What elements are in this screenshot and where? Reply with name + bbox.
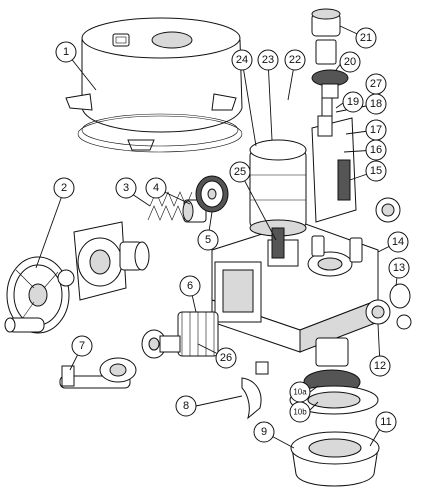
svg-text:13: 13 [393, 262, 405, 274]
callout-9: 9 [253, 421, 275, 443]
svg-text:1: 1 [63, 46, 69, 58]
callout-10b: 10b [289, 401, 311, 423]
callout-22: 22 [284, 49, 306, 71]
gearbox-body-part [211, 221, 379, 353]
callout-1: 1 [55, 41, 77, 63]
svg-text:23: 23 [262, 54, 274, 66]
svg-text:6: 6 [187, 280, 193, 292]
svg-text:10a: 10a [293, 388, 307, 397]
callout-18: 18 [365, 93, 387, 115]
svg-text:3: 3 [123, 182, 129, 194]
handwheel-part [4, 256, 75, 334]
gear-part [195, 175, 229, 213]
callout-16: 16 [365, 139, 387, 161]
svg-text:26: 26 [220, 352, 232, 364]
svg-text:10b: 10b [293, 408, 307, 417]
svg-text:17: 17 [370, 124, 382, 136]
callout-4: 4 [145, 177, 167, 199]
svg-text:18: 18 [370, 98, 382, 110]
svg-text:16: 16 [370, 144, 382, 156]
callout-23: 23 [257, 49, 279, 71]
svg-text:5: 5 [205, 234, 211, 246]
bottom-stack-part [289, 337, 380, 487]
callout-26: 26 [215, 347, 237, 369]
callout-20: 20 [339, 51, 361, 73]
callout-14: 14 [387, 231, 409, 253]
svg-text:25: 25 [234, 166, 246, 178]
cable-gland-part [365, 197, 412, 330]
callouts: 1 2 3 4 5 6 7 8 9 10a 10b 11 12 13 14 15… [53, 27, 410, 443]
indicator-stack-part [311, 8, 349, 99]
clamp-shaft-part [59, 357, 137, 389]
callout-21: 21 [355, 27, 377, 49]
side-plate-part [73, 221, 150, 301]
callout-27: 27 [365, 73, 387, 95]
callout-6: 6 [179, 275, 201, 297]
svg-text:8: 8 [183, 400, 189, 412]
callout-10a: 10a [289, 381, 311, 403]
svg-text:20: 20 [344, 56, 356, 68]
callout-3: 3 [115, 177, 137, 199]
motor-part [249, 139, 307, 259]
callout-13: 13 [388, 257, 410, 279]
svg-text:21: 21 [360, 32, 372, 44]
callout-7: 7 [71, 335, 93, 357]
control-board-part [311, 97, 357, 223]
svg-text:15: 15 [370, 165, 382, 177]
callout-24: 24 [231, 49, 253, 71]
svg-text:4: 4 [153, 182, 159, 194]
svg-text:14: 14 [392, 236, 404, 248]
callout-2: 2 [53, 177, 75, 199]
callout-25: 25 [229, 161, 251, 183]
svg-text:7: 7 [79, 340, 85, 352]
callout-17: 17 [365, 119, 387, 141]
svg-text:19: 19 [347, 96, 359, 108]
callout-8: 8 [175, 395, 197, 417]
svg-text:2: 2 [61, 182, 67, 194]
svg-text:11: 11 [380, 416, 391, 428]
svg-text:22: 22 [289, 54, 301, 66]
svg-text:24: 24 [236, 54, 248, 66]
cover-part [65, 17, 243, 153]
worm-shaft-part [141, 311, 219, 359]
svg-text:12: 12 [374, 360, 386, 372]
lever-part [241, 361, 269, 420]
callout-12: 12 [369, 355, 391, 377]
callout-19: 19 [342, 91, 364, 113]
callout-15: 15 [365, 160, 387, 182]
callout-5: 5 [197, 229, 219, 251]
svg-text:27: 27 [370, 78, 382, 90]
callout-11: 11 [375, 411, 397, 433]
svg-text:9: 9 [261, 426, 267, 438]
